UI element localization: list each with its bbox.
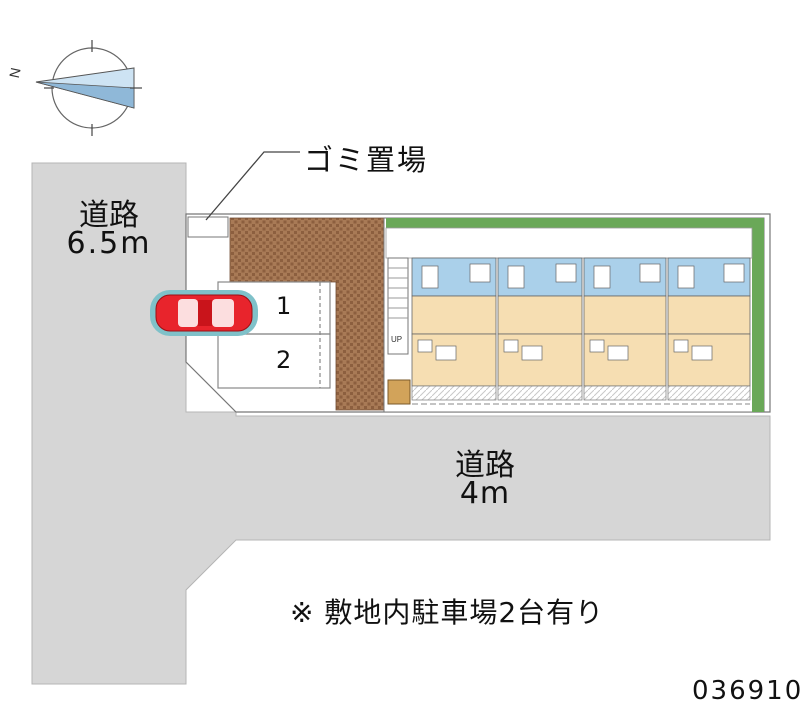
- unit-4: [667, 257, 751, 401]
- garbage-area-label: ゴミ置場: [304, 143, 429, 177]
- south-road-name: 道路: [455, 448, 515, 483]
- staircase-icon: UP: [387, 257, 409, 355]
- property-code: 036910: [692, 676, 800, 706]
- road-area: [31, 162, 771, 685]
- car-icon: [150, 290, 258, 336]
- west-road-name: 道路: [79, 198, 139, 233]
- parking-note: ※ 敷地内駐車場2台有り: [290, 596, 605, 629]
- unit-2: [497, 257, 583, 401]
- parking-slot-2-label: 2: [276, 346, 292, 374]
- compass-north-label: N: [6, 66, 24, 79]
- stairs-up-label: UP: [391, 335, 402, 344]
- garbage-area: [187, 216, 229, 238]
- apartment-building: UP: [383, 217, 765, 413]
- garbage-leader-line: [205, 151, 300, 221]
- west-road-width: 6.5m: [66, 226, 152, 261]
- parking-slot-1-label: 1: [276, 292, 292, 320]
- compass-icon: N: [6, 40, 142, 136]
- unit-3: [583, 257, 667, 401]
- south-road-width: 4m: [459, 476, 511, 511]
- unit-1: [411, 257, 497, 401]
